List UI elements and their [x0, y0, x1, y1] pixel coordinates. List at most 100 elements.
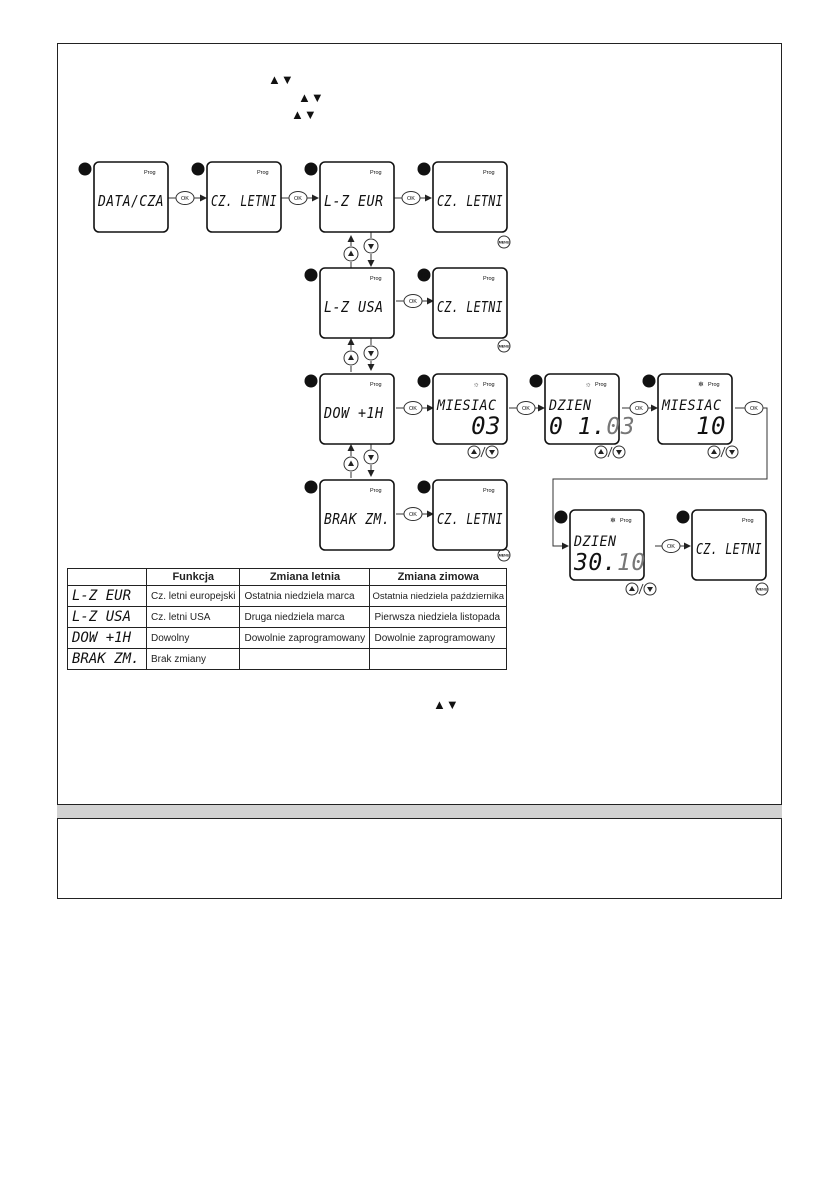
function-table: Funkcja Zmiana letnia Zmiana zimowa L-Z …	[67, 568, 507, 670]
prog-label: Prog	[257, 170, 269, 176]
lcd-main-text: MIESIAC	[661, 398, 722, 414]
step-number-badge	[304, 268, 318, 282]
step-number: 12	[420, 167, 428, 174]
step-number-badge	[417, 268, 431, 282]
snowflake-icon: ❄	[698, 381, 704, 389]
page-frame	[57, 43, 782, 899]
step-number-badge	[529, 374, 543, 388]
arrows-glyph-1: ▲▼	[268, 72, 294, 87]
prog-label: Prog	[620, 518, 632, 524]
lcd-main-text: L-Z USA	[324, 298, 384, 316]
ok-label-5: OK	[409, 406, 417, 412]
table-row: BRAK ZM. Brak zmiany	[67, 648, 507, 670]
up-arrow-icon	[711, 449, 717, 454]
menu-buttons	[497, 235, 769, 596]
step-number: 2	[196, 165, 201, 174]
table-header-cell: Zmiana zimowa	[369, 568, 507, 586]
prog-label: Prog	[483, 488, 495, 494]
table-row: L-Z USA Cz. letni USA Druga niedziela ma…	[67, 606, 507, 628]
step-number: 6	[309, 483, 314, 492]
step-number-badge	[417, 162, 431, 176]
step-number-badge	[642, 374, 656, 388]
step-number-badge	[304, 480, 318, 494]
lcd-main-text: CZ. LETNI	[437, 298, 503, 316]
ok-label-2: OK	[294, 196, 302, 202]
lcd-main-text: DOW +1H	[323, 404, 384, 422]
lcd-main-text: BRAK ZM.	[324, 510, 390, 528]
ok-button-10	[661, 539, 681, 553]
prog-label: Prog	[483, 382, 495, 388]
step-number: 1	[83, 165, 88, 174]
step-number: 3	[309, 165, 314, 174]
step-number-badge	[304, 374, 318, 388]
ok-button-8	[744, 401, 764, 415]
table-cell	[239, 648, 371, 670]
table-header-cell: Zmiana letnia	[239, 568, 371, 586]
ok-label-9: OK	[409, 512, 417, 518]
table-cell: Ostatnia niedziela marca	[239, 585, 371, 607]
ok-button-7	[629, 401, 649, 415]
table-cell: DOW +1H	[67, 627, 147, 649]
menu-label-1: MENU	[499, 241, 510, 245]
step-number-badge	[417, 374, 431, 388]
up-arrow-icon	[471, 449, 477, 454]
prog-label: Prog	[370, 382, 382, 388]
lcd-value-blinking: 10	[617, 550, 646, 576]
ok-label-8: OK	[750, 406, 758, 412]
menu-label-3: MENU	[499, 554, 510, 558]
ok-button-1	[175, 191, 195, 205]
lcd-value-fixed: 0 1.	[549, 414, 606, 440]
lcd-main-text: CZ. LETNI	[696, 540, 762, 558]
table-cell: Dowolny	[145, 627, 241, 649]
table-cell: Dowolnie zaprogramowany	[369, 627, 507, 649]
ok-button-2	[288, 191, 308, 205]
prog-label: Prog	[742, 518, 754, 524]
connector-lines	[166, 194, 768, 550]
step-number: 4	[309, 271, 314, 280]
lcd-main-text: CZ. LETNI	[437, 192, 503, 210]
table-cell: Brak zmiany	[145, 648, 241, 670]
prog-label: Prog	[595, 382, 607, 388]
prog-label: Prog	[483, 276, 495, 282]
down-arrow-icon	[616, 450, 622, 455]
step-number: 9	[647, 377, 652, 386]
step-number: 10	[557, 515, 565, 522]
lcd-main-text: DZIEN	[573, 534, 617, 550]
step-number-badge	[554, 510, 568, 524]
table-cell: Cz. letni USA	[145, 606, 241, 628]
lcd-main-text: CZ. LETNI	[437, 510, 503, 528]
ok-button-4	[403, 294, 423, 308]
sun-icon: ☼	[585, 382, 591, 389]
table-cell: Dowolnie zaprogramowany	[239, 627, 371, 649]
step-number: 5	[309, 377, 314, 386]
prog-label: Prog	[370, 488, 382, 494]
arrows-glyph-2: ▲▼	[298, 90, 324, 105]
ok-label-6: OK	[522, 406, 530, 412]
down-arrow-icon	[368, 244, 374, 250]
table-cell: Druga niedziela marca	[239, 606, 371, 628]
down-arrow-icon	[368, 455, 374, 461]
prog-label: Prog	[144, 170, 156, 176]
arrows-glyph-3: ▲▼	[291, 107, 317, 122]
prog-label: Prog	[370, 276, 382, 282]
up-arrow-icon	[629, 586, 635, 591]
step-number: 14	[420, 485, 428, 492]
step-number: 11	[679, 515, 687, 522]
table-header-cell	[67, 568, 147, 586]
lcd-value: 0 1.03	[549, 414, 635, 440]
step-number-badge	[417, 480, 431, 494]
up-arrow-icon	[348, 460, 354, 466]
ok-button-9	[403, 507, 423, 521]
down-arrow-icon	[489, 450, 495, 455]
lcd-main-text: DZIEN	[548, 398, 592, 414]
ok-button-5	[403, 401, 423, 415]
down-arrow-icon	[647, 587, 653, 592]
